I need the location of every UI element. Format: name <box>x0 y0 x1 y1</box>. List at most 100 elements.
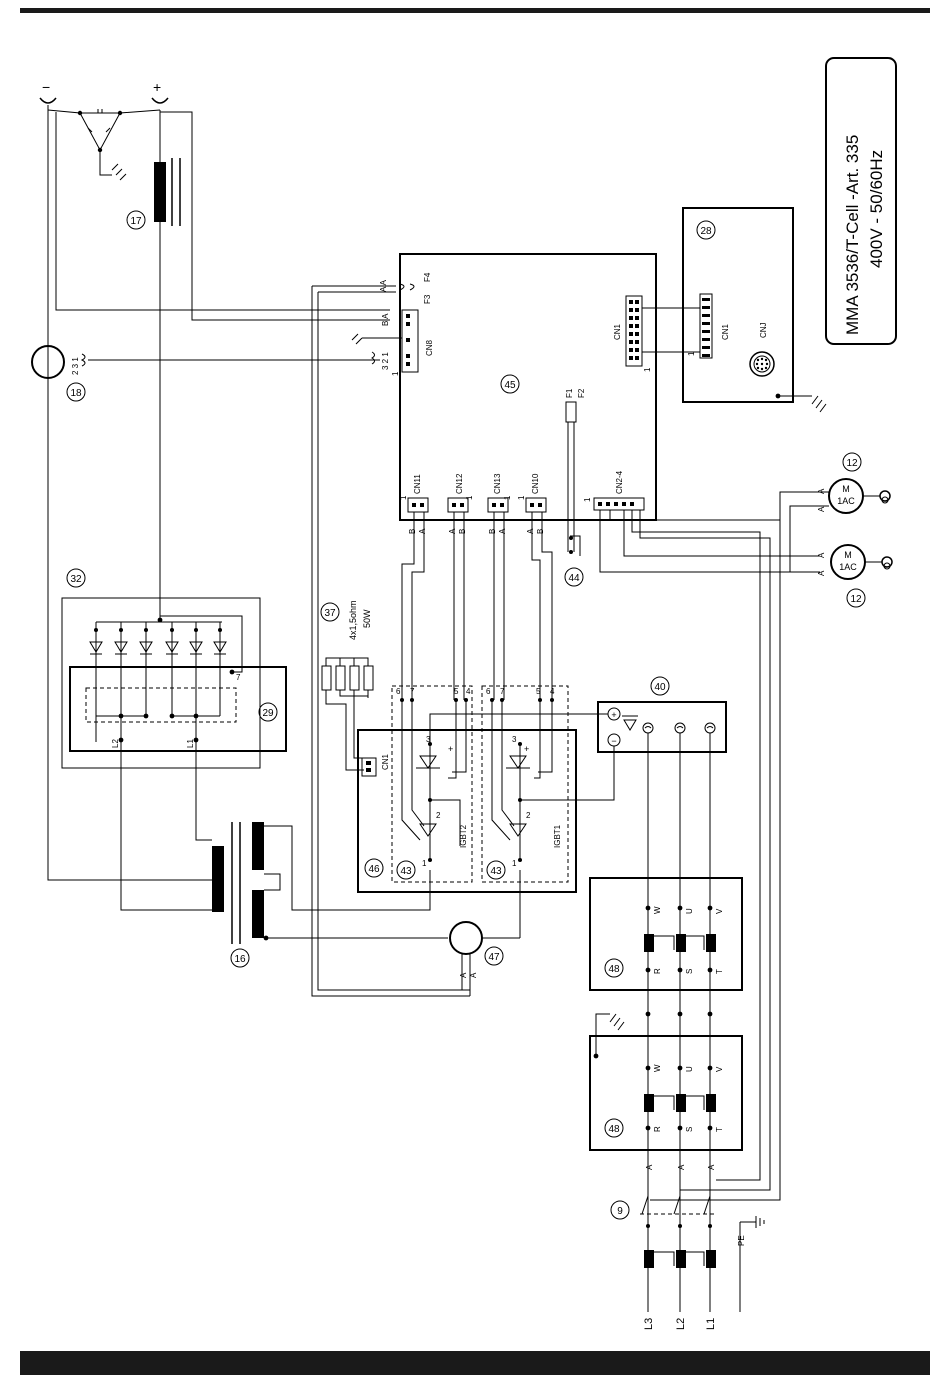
filter-bottom-u: U <box>685 1066 694 1072</box>
fan-top-pin-a2: A <box>817 506 826 512</box>
ref-47: 47 <box>488 952 500 963</box>
connector-cn12: CN12 1 A B <box>447 473 474 534</box>
minus-terminal-label: − <box>42 79 50 95</box>
current-sensor-47: 47 A A <box>449 870 521 996</box>
gate-wire-cn10-a <box>531 512 541 700</box>
igbt2-pin-6: 6 <box>396 687 401 696</box>
fuse-f2: F2 <box>577 388 586 398</box>
supply-wire-2 <box>639 510 771 1191</box>
cn11-label: CN11 <box>413 474 422 494</box>
igbt1-pin-7: 7 <box>500 687 505 696</box>
control-cn1: CN1 1 <box>613 295 700 372</box>
bridge-l1: L1 <box>186 739 195 748</box>
igbt2-pin-2: 2 <box>436 811 441 820</box>
igbt-1-module: 6 7 5 4 3 2 1 + IGBT1 <box>481 685 569 883</box>
resistor-value: 4x1,5ohm <box>348 600 358 640</box>
igbt1-label: IGBT1 <box>553 824 562 848</box>
fan-top-m: M <box>842 484 850 494</box>
ref-37: 37 <box>324 608 336 619</box>
cn11-pin-1: 1 <box>399 495 408 500</box>
bottom-border-bar <box>20 1351 930 1375</box>
cn8-pins-321: 3 2 1 <box>381 352 390 370</box>
phase-l3: L3 <box>643 1318 655 1330</box>
hall-sensor-18: 18 2 3 1 <box>31 345 380 402</box>
ref-32: 32 <box>70 574 82 585</box>
fuse-f4: F4 <box>423 272 432 282</box>
ref-29: 29 <box>262 708 274 719</box>
filter-bottom-w: W <box>653 1064 662 1072</box>
filter-bottom-v: V <box>715 1066 724 1072</box>
connector-cn8: CN8 B A 3 2 1 1 <box>351 309 434 376</box>
fuse-f3-f4: A A F3 F4 <box>311 272 470 997</box>
cn11-pin-a: A <box>418 528 427 534</box>
gate-wire-cn11-b <box>401 512 415 700</box>
igbt2-pin-1: 1 <box>422 859 427 868</box>
igbt-board-cn1: CN1 <box>381 753 390 770</box>
control-board <box>399 253 657 521</box>
supply-pin-a3: A <box>707 1164 716 1170</box>
filter-top-r: R <box>653 968 662 974</box>
filter-top-w: W <box>653 906 662 914</box>
ref-43-b: 43 <box>490 866 502 877</box>
filter-board-48-top: 48 W U V R S T <box>589 877 743 991</box>
fuse-f1: F1 <box>565 388 574 398</box>
negative-sense-wire <box>55 112 390 311</box>
title-block <box>825 57 897 345</box>
resistor-power: 50W <box>362 609 372 628</box>
cn8-pin-1: 1 <box>391 371 400 376</box>
cnj-label: CNJ <box>759 322 768 338</box>
filter-top-t: T <box>715 969 724 974</box>
bridge-pin-7: 7 <box>236 673 241 682</box>
ref-45: 45 <box>504 380 516 391</box>
igbt2-label: IGBT2 <box>459 824 468 848</box>
cn13-pin-1: 1 <box>503 495 512 500</box>
rectifier-bridge: 32 29 7 <box>61 568 287 911</box>
panel-cn1-pin-1: 1 <box>687 351 696 356</box>
igbt1-plus: + <box>524 744 529 754</box>
fan-wire-1 <box>599 510 820 573</box>
filter-board-48-bottom: 48 W U V R S T <box>589 1011 743 1151</box>
fan-bottom-m: M <box>844 550 852 560</box>
fan-wire-2 <box>623 510 820 557</box>
supply-pin-a2: A <box>677 1164 686 1170</box>
fan-bottom-pin-a2: A <box>817 570 826 576</box>
input-rectifier-40: 40 + − <box>429 676 727 1226</box>
cn2-4-pin-1: 1 <box>583 497 592 502</box>
plus-terminal-label: + <box>153 79 161 95</box>
cn12-pin-a: A <box>448 528 457 534</box>
igbt-2-module: 6 7 5 4 3 2 1 + IGBT2 <box>391 685 473 883</box>
rectifier-minus: − <box>611 736 616 746</box>
connector-cn11: CN11 1 B A <box>399 474 429 534</box>
main-transformer: 16 <box>212 822 448 968</box>
igbt-board <box>357 729 577 893</box>
connector-cn10: CN10 1 A B <box>517 473 547 534</box>
cn8-label: CN8 <box>425 339 434 356</box>
fuse-f1-f2: F1 F2 44 <box>564 388 586 587</box>
input-chokes: L3 L2 L1 PE <box>643 1216 765 1330</box>
ref-16: 16 <box>234 954 246 965</box>
igbt1-pin-2: 2 <box>526 811 531 820</box>
resistors-37: 37 4x1,5ohm 50W <box>320 600 374 771</box>
top-border-bar <box>20 8 930 13</box>
fuse-f3: F3 <box>423 294 432 304</box>
main-switch-9: 9 <box>610 1195 716 1228</box>
ref-46: 46 <box>368 864 380 875</box>
filter-top-v: V <box>715 908 724 914</box>
sensor-47-pin-a2: A <box>469 972 478 978</box>
ref-48-bottom: 48 <box>608 1124 620 1135</box>
cn10-pin-1: 1 <box>517 495 526 500</box>
hall-18-pins: 2 3 1 <box>71 357 80 375</box>
filter-bottom-t: T <box>715 1127 724 1132</box>
fan-12-bottom: M 1AC 12 A A <box>817 544 893 608</box>
fan-bottom-type: 1AC <box>839 562 857 572</box>
igbt2-pin-4: 4 <box>466 687 471 696</box>
ref-12-top: 12 <box>846 458 858 469</box>
phase-pe: PE <box>737 1235 746 1246</box>
cn13-pin-a: A <box>498 528 507 534</box>
fan-12-top: M 1AC 12 A A <box>779 452 891 572</box>
cn13-label: CN13 <box>493 473 502 494</box>
f3-f4-pins: A A <box>379 279 388 292</box>
filter-bottom-s: S <box>685 1127 694 1132</box>
ref-18: 18 <box>70 388 82 399</box>
phase-l2: L2 <box>675 1318 687 1330</box>
